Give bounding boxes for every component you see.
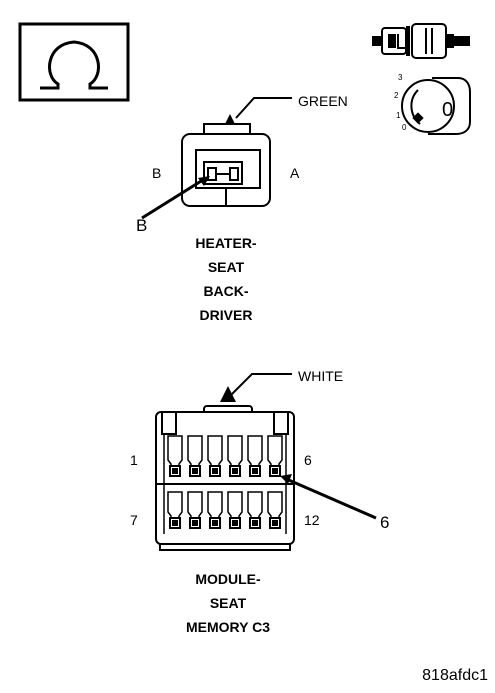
heater-title-line-1: HEATER- [195,235,257,251]
pin-cavity [207,491,223,529]
pin-cavity [207,435,223,477]
pin-cavity [227,491,243,529]
memory-pin-1-label: 1 [130,452,138,468]
heater-side-a: A [290,165,300,181]
key-face-label: 0 [442,99,453,121]
pin-cavity [247,491,263,529]
memory-wire-color: WHITE [298,368,343,384]
memory-title-line-3: MEMORY C3 [186,619,270,635]
key-position-0: 0 [402,123,407,132]
memory-pin-7-label: 7 [130,512,138,528]
memory-pin-6-label: 6 [304,452,312,468]
heater-title-line-4: DRIVER [200,307,253,323]
ohm-icon [18,22,130,102]
key-position-2: 2 [394,91,399,100]
heater-pointer-label: B [136,216,147,235]
heater-title-line-2: SEAT [208,259,245,275]
heater-side-b: B [152,165,161,181]
pin-cavity [267,491,283,529]
pin-cavity [187,435,203,477]
figure-id: 818afdc1 [422,667,488,684]
heater-title-line-3: BACK- [203,283,248,299]
pin-cavity [267,435,283,477]
memory-title-line-2: SEAT [210,595,247,611]
ignition-key-icon: 3 2 1 0 0 [394,73,471,135]
pin-cavity [167,435,183,477]
memory-pointer-label: 6 [380,513,389,532]
heater-wire-color: GREEN [298,93,348,109]
key-position-3: 3 [398,73,403,82]
heater-connector [141,97,292,220]
memory-pin-grid [167,435,283,529]
pin-cavity [247,435,263,477]
memory-title-line-1: MODULE- [195,571,261,587]
pin-cavity [227,435,243,477]
connector-plug-icon [372,23,470,59]
pin-cavity [167,491,183,529]
memory-pin-12-label: 12 [304,512,320,528]
memory-connector [155,373,377,551]
pin-cavity [187,491,203,529]
key-position-1: 1 [396,111,401,120]
